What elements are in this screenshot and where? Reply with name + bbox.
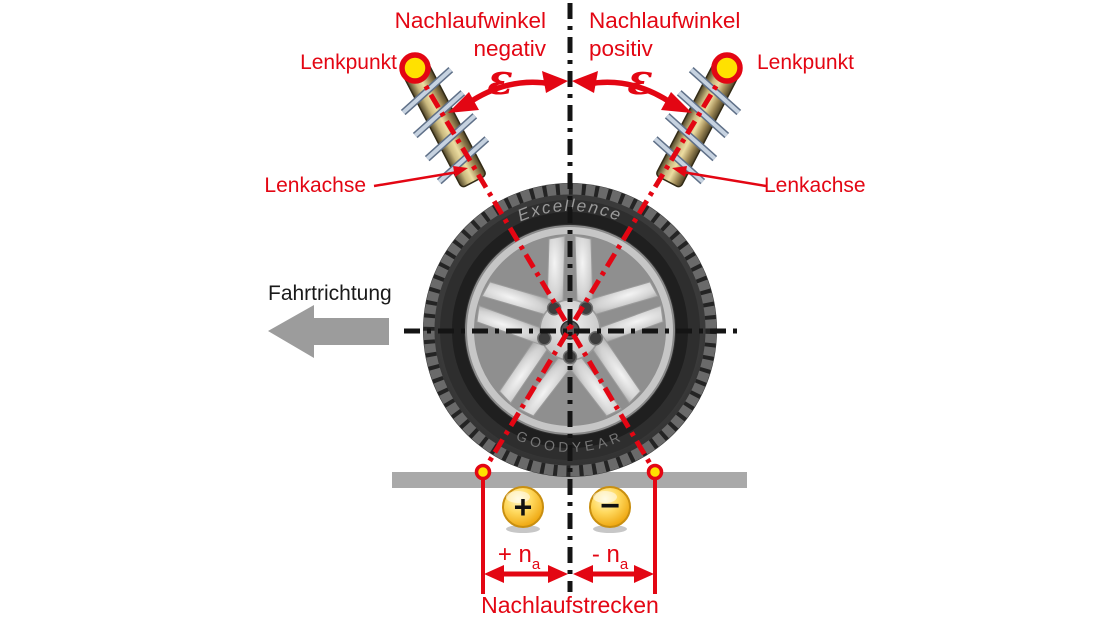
trail-dimension-right	[573, 565, 654, 583]
title-caster-negative-line1: Nachlaufwinkel	[395, 8, 546, 33]
plus-symbol: +	[514, 489, 533, 525]
steering-point-marker-left	[399, 52, 431, 84]
minus-ball: −	[589, 486, 631, 533]
label-steering-axis-left: Lenkachse	[264, 174, 366, 197]
steering-axis-pointer-left	[373, 166, 468, 188]
ground-contact-marker-right	[646, 463, 664, 481]
direction-arrow-icon	[268, 305, 389, 358]
caster-arc-left	[448, 71, 568, 113]
title-caster-positive-line2: positiv	[589, 36, 654, 61]
title-caster-negative-line2: negativ	[473, 36, 546, 61]
spring-left-icon	[400, 67, 490, 185]
steering-axis-right-line	[480, 66, 730, 474]
label-trail-negative: - na	[592, 541, 629, 573]
arrowhead-icon	[448, 92, 479, 113]
arrowhead-icon	[661, 92, 692, 113]
label-steering-point-left: Lenkpunkt	[300, 51, 397, 74]
epsilon-right-symbol: ε	[627, 55, 653, 104]
label-steering-point-right: Lenkpunkt	[757, 51, 854, 74]
arrowhead-icon	[573, 565, 593, 583]
ground-contact-marker-left	[474, 463, 492, 481]
arrowhead-icon	[572, 71, 598, 93]
label-trail-positive: + na	[498, 541, 541, 573]
caster-arc-right	[572, 71, 692, 113]
label-steering-axis-right: Lenkachse	[764, 174, 866, 197]
wheel: Excellence GOODYEAR	[423, 183, 717, 477]
label-driving-direction: Fahrtrichtung	[268, 282, 392, 305]
trail-dimension-left	[484, 565, 568, 583]
arrowhead-icon	[634, 565, 654, 583]
arrowhead-icon	[542, 71, 568, 93]
arrowhead-icon	[672, 166, 687, 177]
rim-spokes	[476, 235, 664, 417]
strut-right	[652, 58, 742, 188]
label-trail-distances: Nachlaufstrecken	[481, 592, 659, 618]
plus-ball: +	[502, 486, 544, 533]
lug-nuts	[537, 300, 603, 365]
arrowhead-icon	[453, 166, 468, 177]
title-caster-positive-line1: Nachlaufwinkel	[589, 8, 740, 33]
steering-point-marker-right	[711, 52, 743, 84]
arrowhead-icon	[548, 565, 568, 583]
steering-axis-pointer-right	[672, 166, 767, 188]
epsilon-left-symbol: ε	[487, 55, 513, 104]
minus-symbol: −	[600, 487, 620, 525]
arrowhead-icon	[484, 565, 504, 583]
